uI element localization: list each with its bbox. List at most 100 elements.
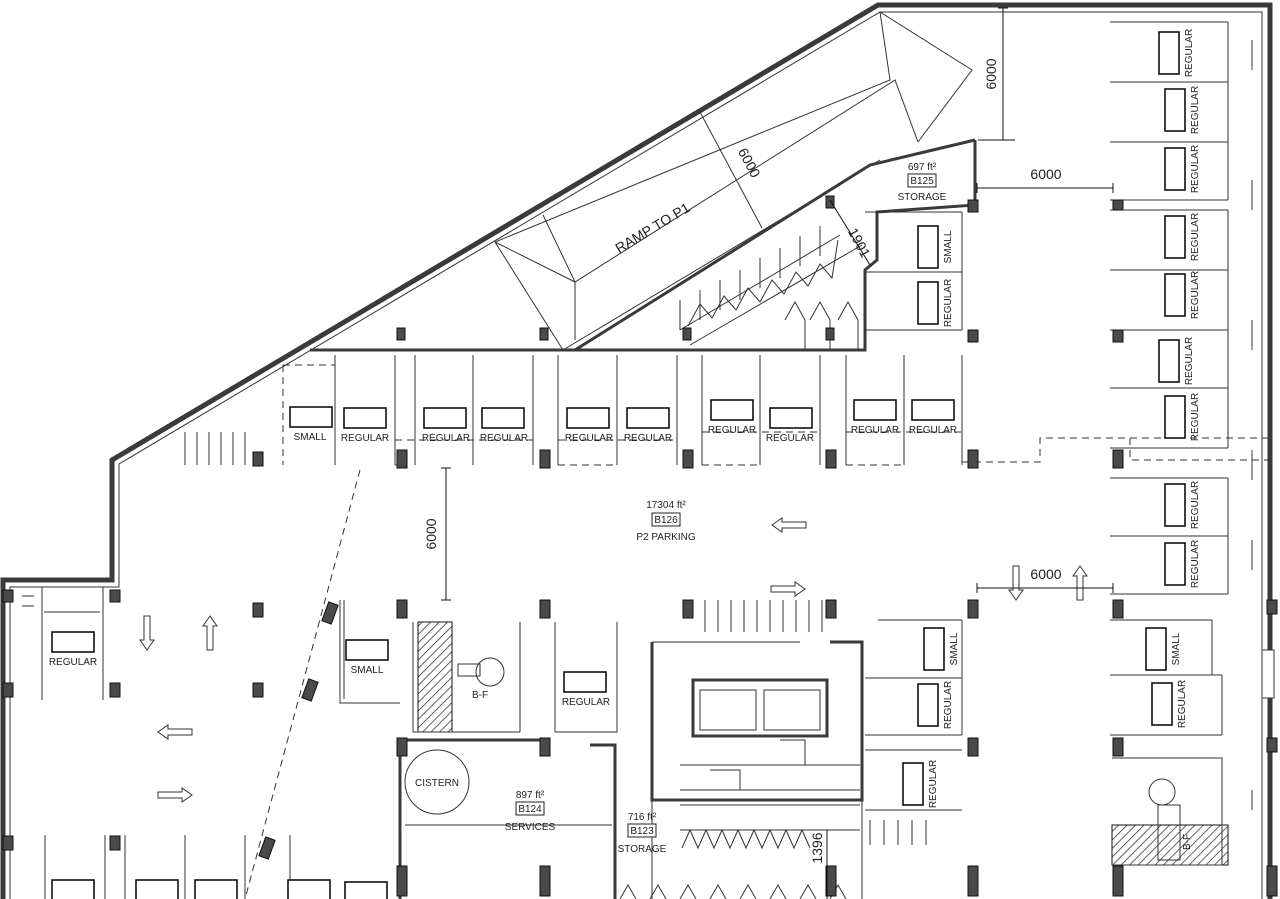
cistern-label: CISTERN (415, 778, 459, 789)
car-icon (345, 639, 389, 661)
car-icon (917, 225, 939, 269)
car-icon (1145, 627, 1167, 671)
mid-stall-column (865, 211, 1223, 811)
svg-text:SERVICES: SERVICES (505, 822, 556, 833)
car-icon (51, 879, 95, 899)
svg-text:STORAGE: STORAGE (898, 192, 947, 203)
svg-text:STORAGE: STORAGE (618, 844, 667, 855)
car-icon (344, 881, 388, 899)
stall-label: REGULAR (1184, 29, 1195, 77)
car-icon (1164, 395, 1186, 439)
stall-label: REGULAR (943, 279, 954, 327)
traffic-arrows (139, 517, 1088, 803)
car-icon (343, 407, 387, 429)
car-icon (1158, 31, 1180, 75)
car-icon (1151, 682, 1173, 726)
ramp-to-p1: RAMP TO P1 (310, 11, 977, 352)
stall-label: REGULAR (1190, 213, 1201, 261)
access-aisle-hatch (417, 621, 453, 733)
car-icon (1164, 483, 1186, 527)
arrow-right-icon (157, 787, 193, 803)
barrier-free-stall-left: B-F (412, 621, 520, 733)
bf-label-left: B-F (472, 690, 488, 701)
top-row-stalls: SMALL REGULAR REGULAR REGULAR REGULAR RE… (289, 399, 957, 444)
structural-columns (2, 195, 1278, 897)
stall-label: REGULAR (49, 657, 97, 668)
car-icon (1158, 339, 1180, 383)
svg-text:P2 PARKING: P2 PARKING (636, 532, 695, 543)
car-icon (710, 399, 754, 421)
car-icon (911, 399, 955, 421)
stall-label: SMALL (949, 632, 960, 665)
car-icon (563, 671, 607, 693)
svg-text:B123: B123 (630, 826, 654, 837)
room-tag-b125: 697 ft² B125 STORAGE (898, 162, 947, 203)
right-lower-stalls: SMALL REGULAR (1145, 627, 1188, 728)
car-icon (626, 407, 670, 429)
ramp-label: RAMP TO P1 (612, 199, 692, 256)
car-icon (917, 281, 939, 325)
car-icon (923, 627, 945, 671)
room-tag-b124: 897 ft² B124 SERVICES (505, 790, 556, 833)
arrow-up-icon (1072, 565, 1088, 601)
stall-label: REGULAR (1184, 337, 1195, 385)
car-icon (1164, 542, 1186, 586)
stall-label: REGULAR (1190, 86, 1201, 134)
car-icon (1164, 88, 1186, 132)
stall-label: REGULAR (1190, 481, 1201, 529)
bike-racks (22, 432, 927, 845)
stall-label: REGULAR (708, 425, 756, 436)
stall-label: REGULAR (1190, 393, 1201, 441)
stall-label: REGULAR (565, 433, 613, 444)
car-icon (1164, 215, 1186, 259)
dim-right-aisle-mid: 6000 (1030, 566, 1061, 582)
svg-text:17304 ft²: 17304 ft² (646, 500, 686, 511)
svg-text:697 ft²: 697 ft² (908, 162, 937, 173)
stall-label: REGULAR (1190, 145, 1201, 193)
car-icon (135, 879, 179, 899)
dim-center-aisle: 6000 (423, 518, 439, 549)
car-icon (853, 399, 897, 421)
stall-label: SMALL (943, 230, 954, 263)
arrow-left-icon (771, 517, 807, 533)
bf-label-right: B-F (1182, 834, 1193, 850)
car-icon (566, 407, 610, 429)
dim-ramp-width: 6000 (735, 145, 764, 180)
mid-column-stalls: SMALL REGULAR SMALL REGULAR REGULAR (902, 225, 960, 808)
stall-label: REGULAR (1190, 271, 1201, 319)
car-icon (917, 683, 939, 727)
stall-label: REGULAR (766, 433, 814, 444)
stall-label: REGULAR (480, 433, 528, 444)
car-icon (51, 631, 95, 653)
car-icon (287, 879, 331, 899)
car-icon (1164, 273, 1186, 317)
stall-label: REGULAR (341, 433, 389, 444)
stall-label: REGULAR (909, 425, 957, 436)
stall-label: REGULAR (943, 681, 954, 729)
arrow-left-icon (157, 724, 193, 740)
stall-label: REGULAR (624, 433, 672, 444)
svg-text:B125: B125 (910, 176, 934, 187)
car-icon (289, 406, 333, 428)
stall-label: SMALL (351, 665, 384, 676)
room-tag-b123: 716 ft² B123 STORAGE (618, 812, 667, 855)
stall-label: REGULAR (422, 433, 470, 444)
arrow-up-icon (202, 615, 218, 651)
car-icon (1164, 147, 1186, 191)
arrow-down-icon (1008, 565, 1024, 601)
services-core: CISTERN (398, 640, 864, 899)
stall-label: REGULAR (851, 425, 899, 436)
dim-stair-bottom: 1396 (809, 832, 825, 863)
car-icon (902, 762, 924, 806)
stall-label: SMALL (294, 432, 327, 443)
stall-label: REGULAR (928, 760, 939, 808)
room-tag-b126: 17304 ft² B126 P2 PARKING (636, 500, 695, 543)
car-icon (481, 407, 525, 429)
left-block (41, 469, 618, 899)
arrow-right-icon (770, 581, 806, 597)
svg-text:897 ft²: 897 ft² (516, 790, 545, 801)
car-icon (194, 879, 238, 899)
dim-top-right-vertical: 6000 (983, 58, 999, 89)
